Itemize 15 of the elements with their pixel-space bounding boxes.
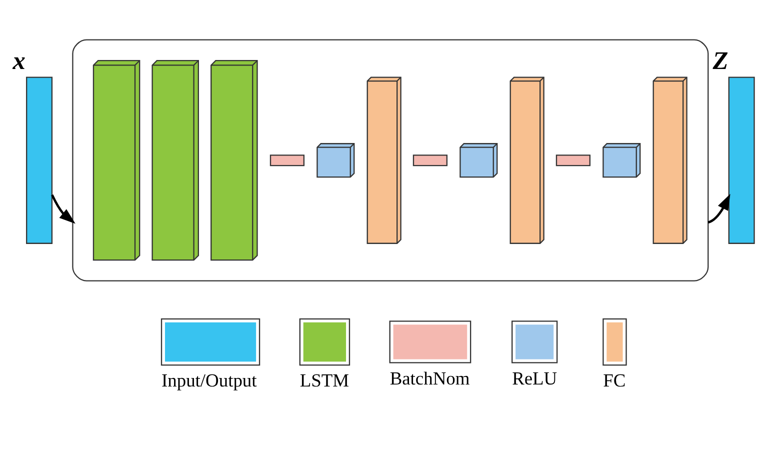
node-bar xyxy=(26,76,53,244)
legend-label: ReLU xyxy=(512,368,558,388)
node-bar xyxy=(728,76,755,244)
node-label: x xyxy=(12,46,26,74)
legend-label: Input/Output xyxy=(162,370,257,390)
node-label: Z xyxy=(712,46,728,74)
arrow xyxy=(708,193,730,223)
node-bar xyxy=(270,154,304,166)
node-bar xyxy=(412,154,448,166)
cluster xyxy=(72,38,709,281)
node-bar xyxy=(556,154,590,166)
arrow xyxy=(51,194,76,224)
legend-label: BatchNom xyxy=(390,368,470,388)
legend-label: LSTM xyxy=(300,370,350,390)
legend-label: FC xyxy=(603,370,626,390)
